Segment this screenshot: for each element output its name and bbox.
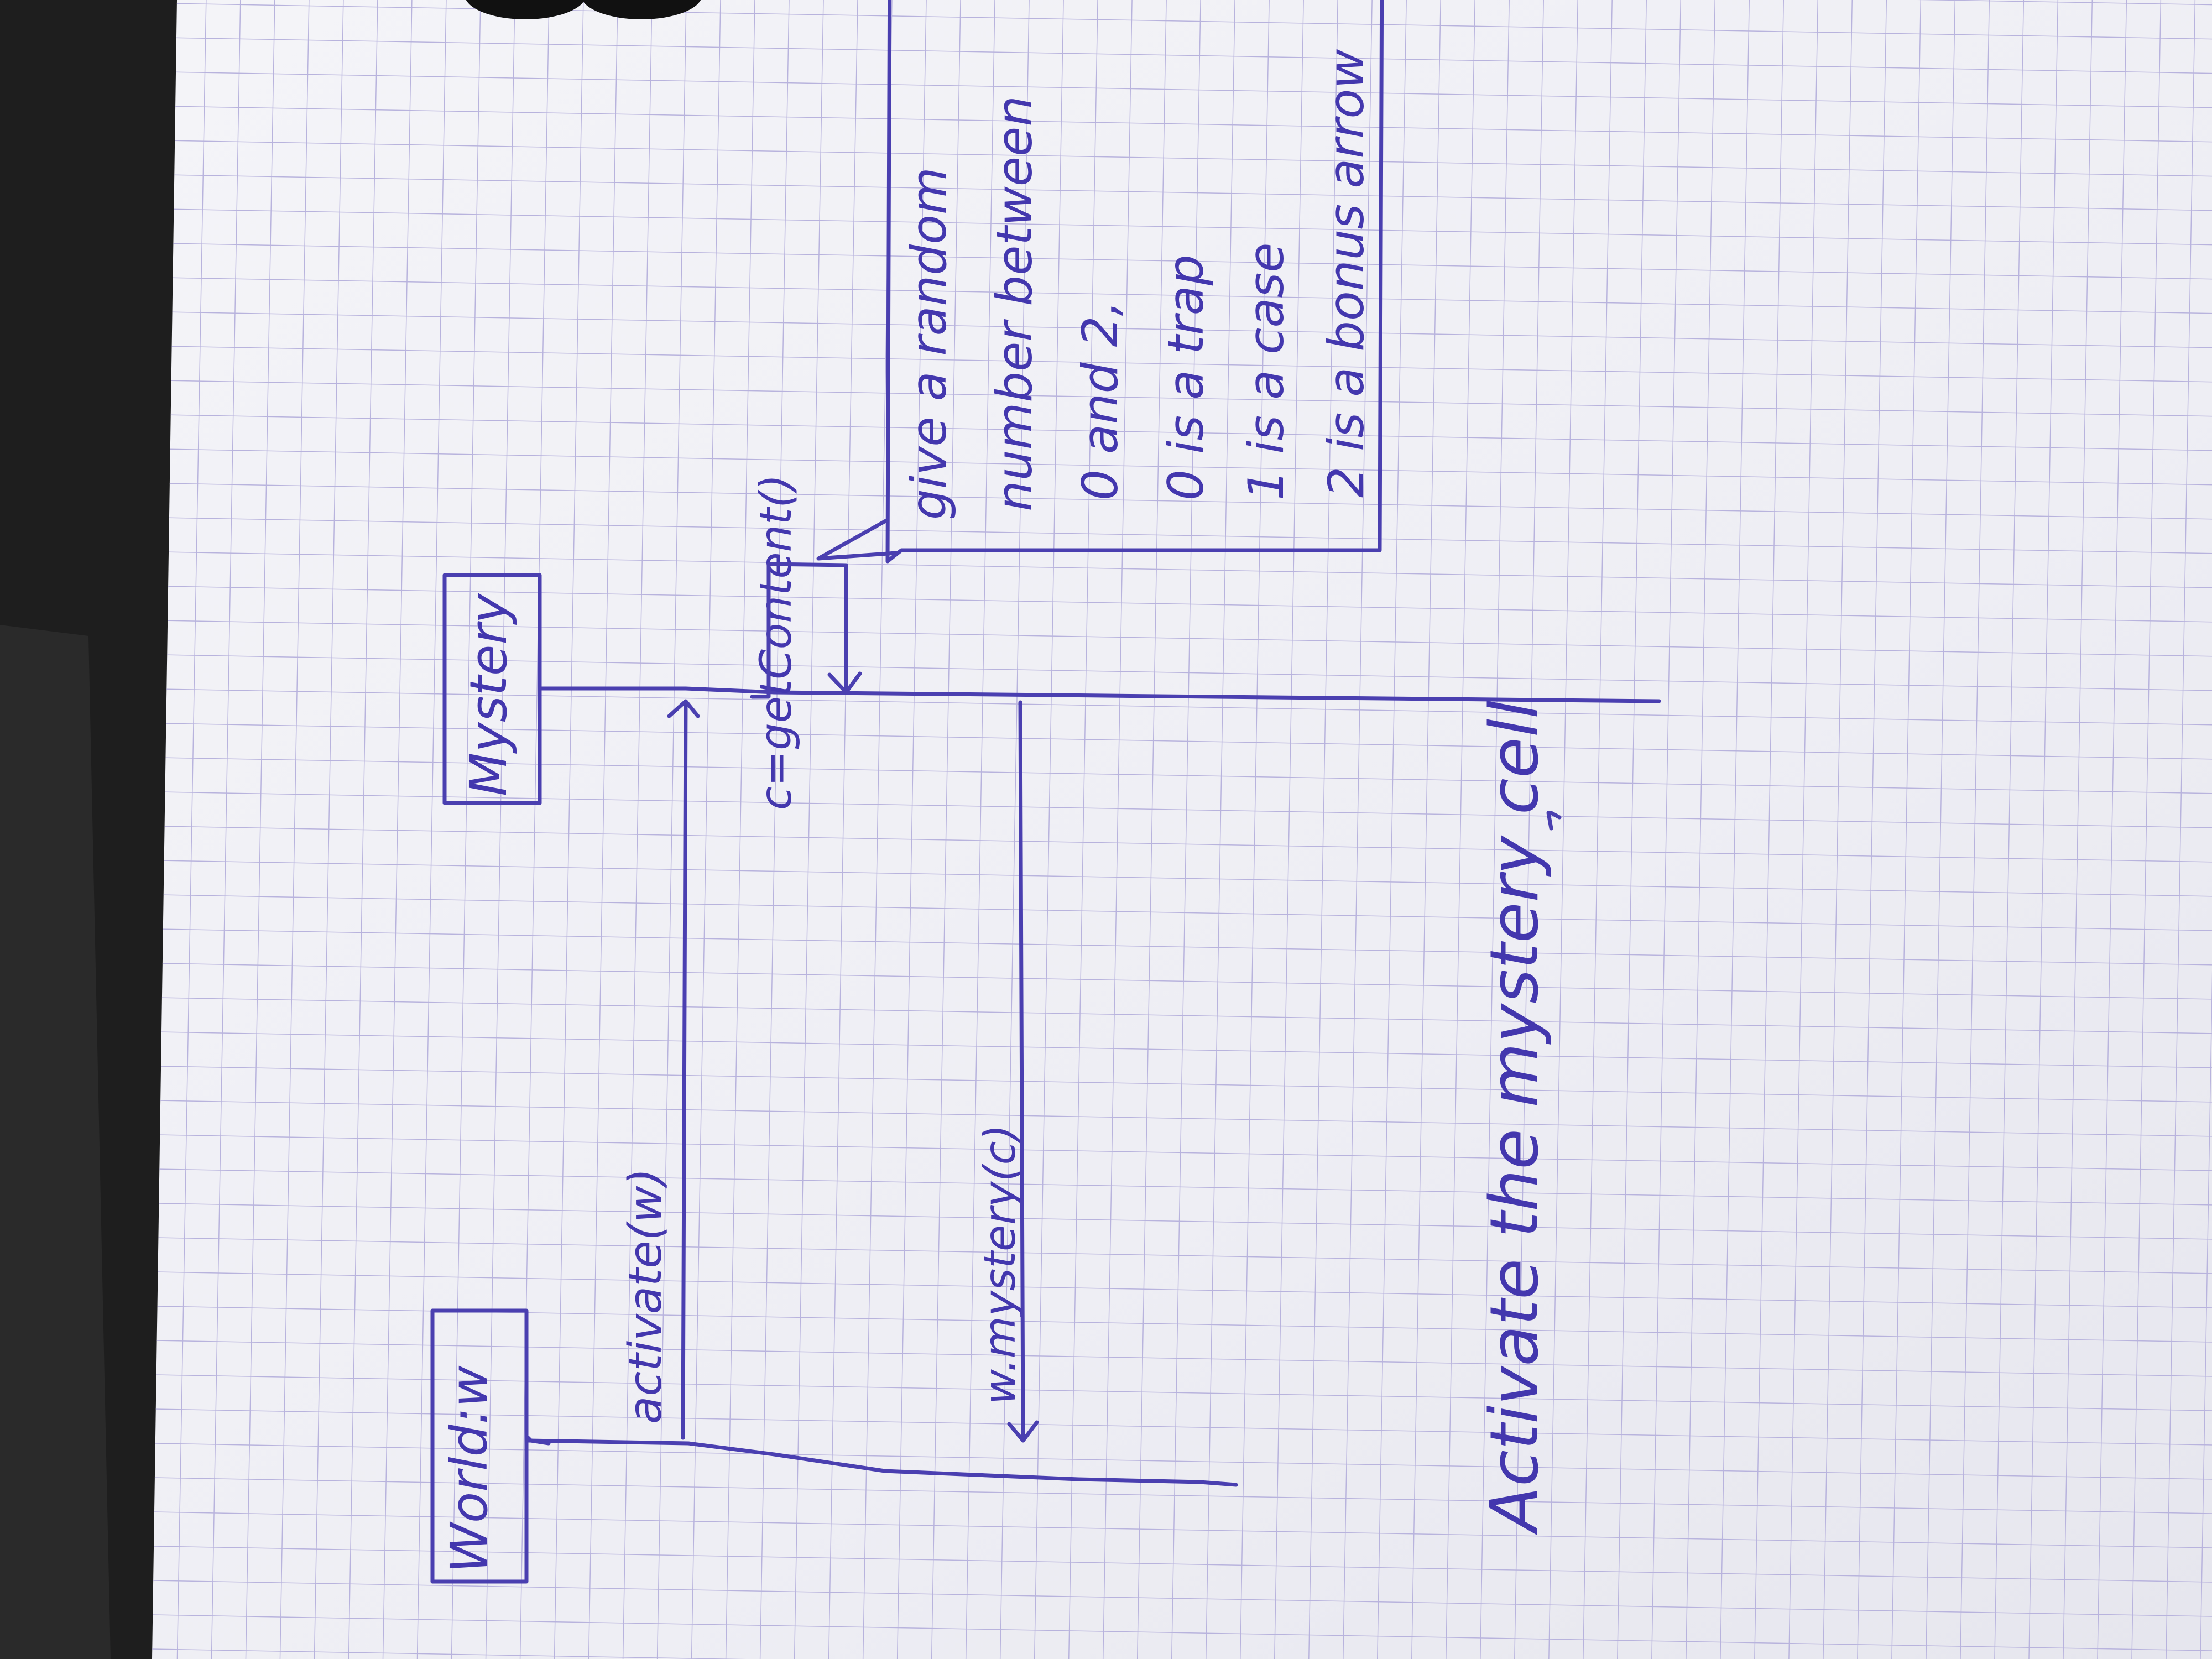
note-line-6: 2 is a bonus arrow xyxy=(1318,49,1375,498)
lifeline-mystery-label: Mystery xyxy=(459,593,518,796)
message-activate-label: activate(w) xyxy=(619,1168,672,1424)
lifeline-mystery-axis xyxy=(538,686,1661,703)
message-get-content: c=getContent() xyxy=(750,474,862,810)
arrowhead-icon xyxy=(827,671,862,695)
lifeline-world-label: World:w xyxy=(440,1365,499,1573)
notebook-cover-edge xyxy=(0,625,111,1659)
note-line-4: 0 is a trap xyxy=(1157,254,1214,500)
lifeline-world-axis xyxy=(526,1438,1238,1487)
message-activate: activate(w) xyxy=(619,699,700,1440)
lifeline-mystery: Mystery xyxy=(442,573,1661,805)
message-w-mystery-arrow xyxy=(1018,700,1025,1440)
message-w-mystery-label: w.mystery(c) xyxy=(975,1124,1025,1405)
note-line-2: number between xyxy=(986,96,1043,512)
title-underline xyxy=(1546,811,1562,831)
note-outline xyxy=(885,0,1384,564)
note-pointer xyxy=(816,518,898,561)
lifeline-world: World:w xyxy=(430,1308,1238,1584)
note-line-5: 1 is a case xyxy=(1238,243,1295,500)
message-get-content-loop xyxy=(750,562,848,699)
note-box: give a random number between 0 and 2, 0 … xyxy=(816,0,1384,564)
arrowhead-icon xyxy=(1007,1420,1039,1443)
grid-lines xyxy=(152,0,2212,1659)
ring-hole xyxy=(466,0,585,19)
note-line-1: give a random xyxy=(900,167,957,520)
ring-hole xyxy=(582,0,701,19)
note-line-3: 0 and 2, xyxy=(1072,301,1129,500)
message-activate-arrow xyxy=(681,700,688,1440)
message-get-content-label: c=getContent() xyxy=(752,474,801,810)
arrowhead-icon xyxy=(667,699,700,718)
lifeline-world-box xyxy=(430,1308,529,1584)
message-w-mystery: w.mystery(c) xyxy=(975,700,1039,1443)
diagram: World:w Mystery activate(w) c=getContent… xyxy=(430,0,1661,1584)
diagram-title: Activate the mystery cell xyxy=(1477,701,1553,1536)
